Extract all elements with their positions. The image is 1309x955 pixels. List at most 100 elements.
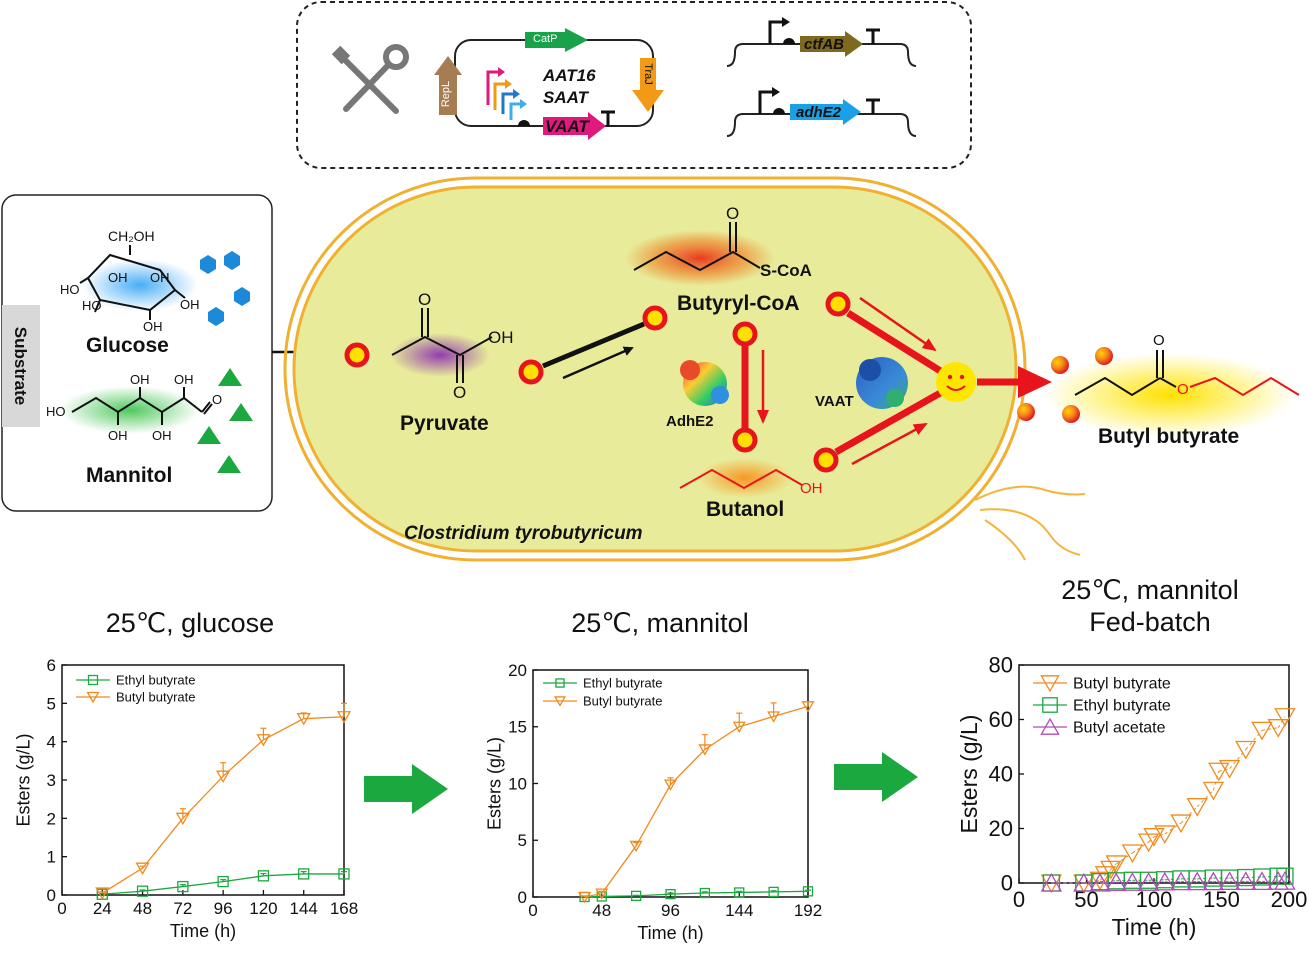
- x-tick-label: 144: [290, 899, 318, 918]
- data-point: [1105, 855, 1127, 875]
- mannitol-structure: [71, 387, 213, 425]
- x-tick-label: 120: [249, 899, 277, 918]
- legend-label: Ethyl butyrate: [116, 673, 196, 688]
- glucose-oh-2: OH: [150, 270, 170, 285]
- data-point: [732, 721, 746, 734]
- vaat-label: VAAT: [815, 393, 854, 410]
- data-point: [1186, 871, 1208, 891]
- y-tick-label: 0: [518, 888, 527, 907]
- data-point: [663, 779, 678, 791]
- glucose-ho-2: HO: [82, 298, 102, 313]
- adhe2-gene-label: adhE2: [796, 104, 842, 121]
- glucose-structure: [79, 245, 186, 320]
- x-tick-label: 96: [661, 901, 680, 920]
- mannitol-o: O: [212, 392, 223, 407]
- legend-label: Ethyl butyrate: [583, 676, 663, 691]
- butyryl-coa-label: Butyryl-CoA: [677, 292, 800, 315]
- pyruvate-structure: [391, 308, 493, 383]
- data-point: [767, 711, 781, 723]
- series-segment: [1148, 836, 1155, 843]
- data-point: [1154, 871, 1176, 891]
- series-segment: [1277, 716, 1286, 728]
- adhe2-protein-icon: [680, 360, 729, 406]
- x-tick-label: 100: [1136, 887, 1173, 912]
- data-point: [338, 868, 350, 880]
- data-point: [1235, 740, 1257, 760]
- data-point: [177, 880, 189, 893]
- y-tick-label: 5: [47, 694, 56, 713]
- series-segment: [1245, 730, 1263, 750]
- data-point: [1154, 825, 1176, 845]
- ester-o-1: O: [1153, 332, 1165, 349]
- series-butyl-acetate: Butyl acetate: [1033, 717, 1296, 892]
- legend-marker: [1040, 675, 1060, 693]
- data-point: [1274, 870, 1296, 890]
- data-point: [1040, 872, 1063, 892]
- data-point: [256, 734, 271, 747]
- x-tick-label: 0: [57, 899, 66, 918]
- data-point: [1218, 759, 1241, 779]
- data-point: [699, 887, 711, 899]
- legend-marker: [86, 691, 100, 704]
- glucose-oh-4: OH: [143, 319, 163, 334]
- legend-label: Butyl butyrate: [1073, 676, 1171, 693]
- series-segment: [1229, 749, 1247, 769]
- x-tick-label: 96: [214, 899, 233, 918]
- butyryl-coa-o: O: [726, 204, 740, 223]
- x-tick-label: 72: [173, 899, 192, 918]
- data-point: [1202, 871, 1225, 891]
- data-point: [630, 890, 642, 902]
- data-point: [298, 868, 310, 880]
- next-arrow-icon: [834, 752, 918, 802]
- genetic-tools-box: [296, 1, 972, 169]
- data-point: [1208, 762, 1230, 782]
- x-tick-label: 168: [330, 899, 358, 918]
- y-tick-label: 80: [989, 655, 1013, 678]
- butyl-butyrate-structure: [1074, 350, 1300, 397]
- data-point: [1218, 871, 1241, 891]
- data-point: [1073, 872, 1095, 892]
- series-ethyl-butyrate: Ethyl butyrate: [76, 673, 350, 900]
- data-point: [1121, 872, 1144, 891]
- pyruvate-o-2: O: [453, 383, 467, 402]
- smiley-icon: [936, 362, 976, 402]
- chart-2-title-line-1: 25℃, mannitol: [571, 608, 749, 638]
- data-point: [1089, 871, 1111, 891]
- x-tick-label: 144: [725, 901, 753, 920]
- glucose-hexagons-icon: [200, 251, 250, 326]
- chart-3-title: 25℃, mannitol Fed-batch: [1020, 574, 1280, 638]
- data-point: [1186, 798, 1208, 817]
- x-axis-label: Time (h): [637, 923, 703, 943]
- glucose-ho-1: HO: [60, 282, 80, 297]
- legend-label: Butyl butyrate: [116, 690, 196, 705]
- mannitol-oh-1: OH: [130, 372, 150, 387]
- series-butyl-butyrate: Butyl butyrate: [1033, 675, 1296, 894]
- repl-gene: [434, 56, 462, 115]
- vaat-gene-label: VAAT: [545, 117, 589, 136]
- organism-label: Clostridium tyrobutyricum: [404, 523, 643, 544]
- x-tick-label: 192: [794, 901, 822, 920]
- data-point: [296, 713, 311, 726]
- x-tick-label: 48: [592, 901, 611, 920]
- legend-label: Butyl butyrate: [583, 694, 663, 709]
- mannitol-oh-3: OH: [108, 428, 128, 443]
- data-point: [217, 875, 229, 888]
- legend-marker: [1040, 717, 1060, 735]
- catp-gene: [525, 28, 588, 52]
- data-point: [768, 886, 779, 898]
- y-tick-label: 20: [989, 816, 1013, 841]
- data-point: [1121, 844, 1144, 864]
- butanol-label: Butanol: [706, 498, 785, 521]
- chart-2-title: 25℃, mannitol: [530, 607, 790, 639]
- series-segment: [1099, 881, 1117, 884]
- glucose-oh-1: OH: [108, 270, 128, 285]
- traj-label: TraJ: [641, 63, 654, 85]
- data-point: [665, 889, 676, 900]
- pyruvate-label: Pyruvate: [400, 412, 489, 435]
- data-point: [1274, 708, 1296, 727]
- y-axis-label: Esters (g/L): [14, 733, 34, 826]
- series-line: [584, 705, 809, 898]
- data-point: [257, 870, 270, 882]
- y-tick-label: 3: [47, 771, 56, 790]
